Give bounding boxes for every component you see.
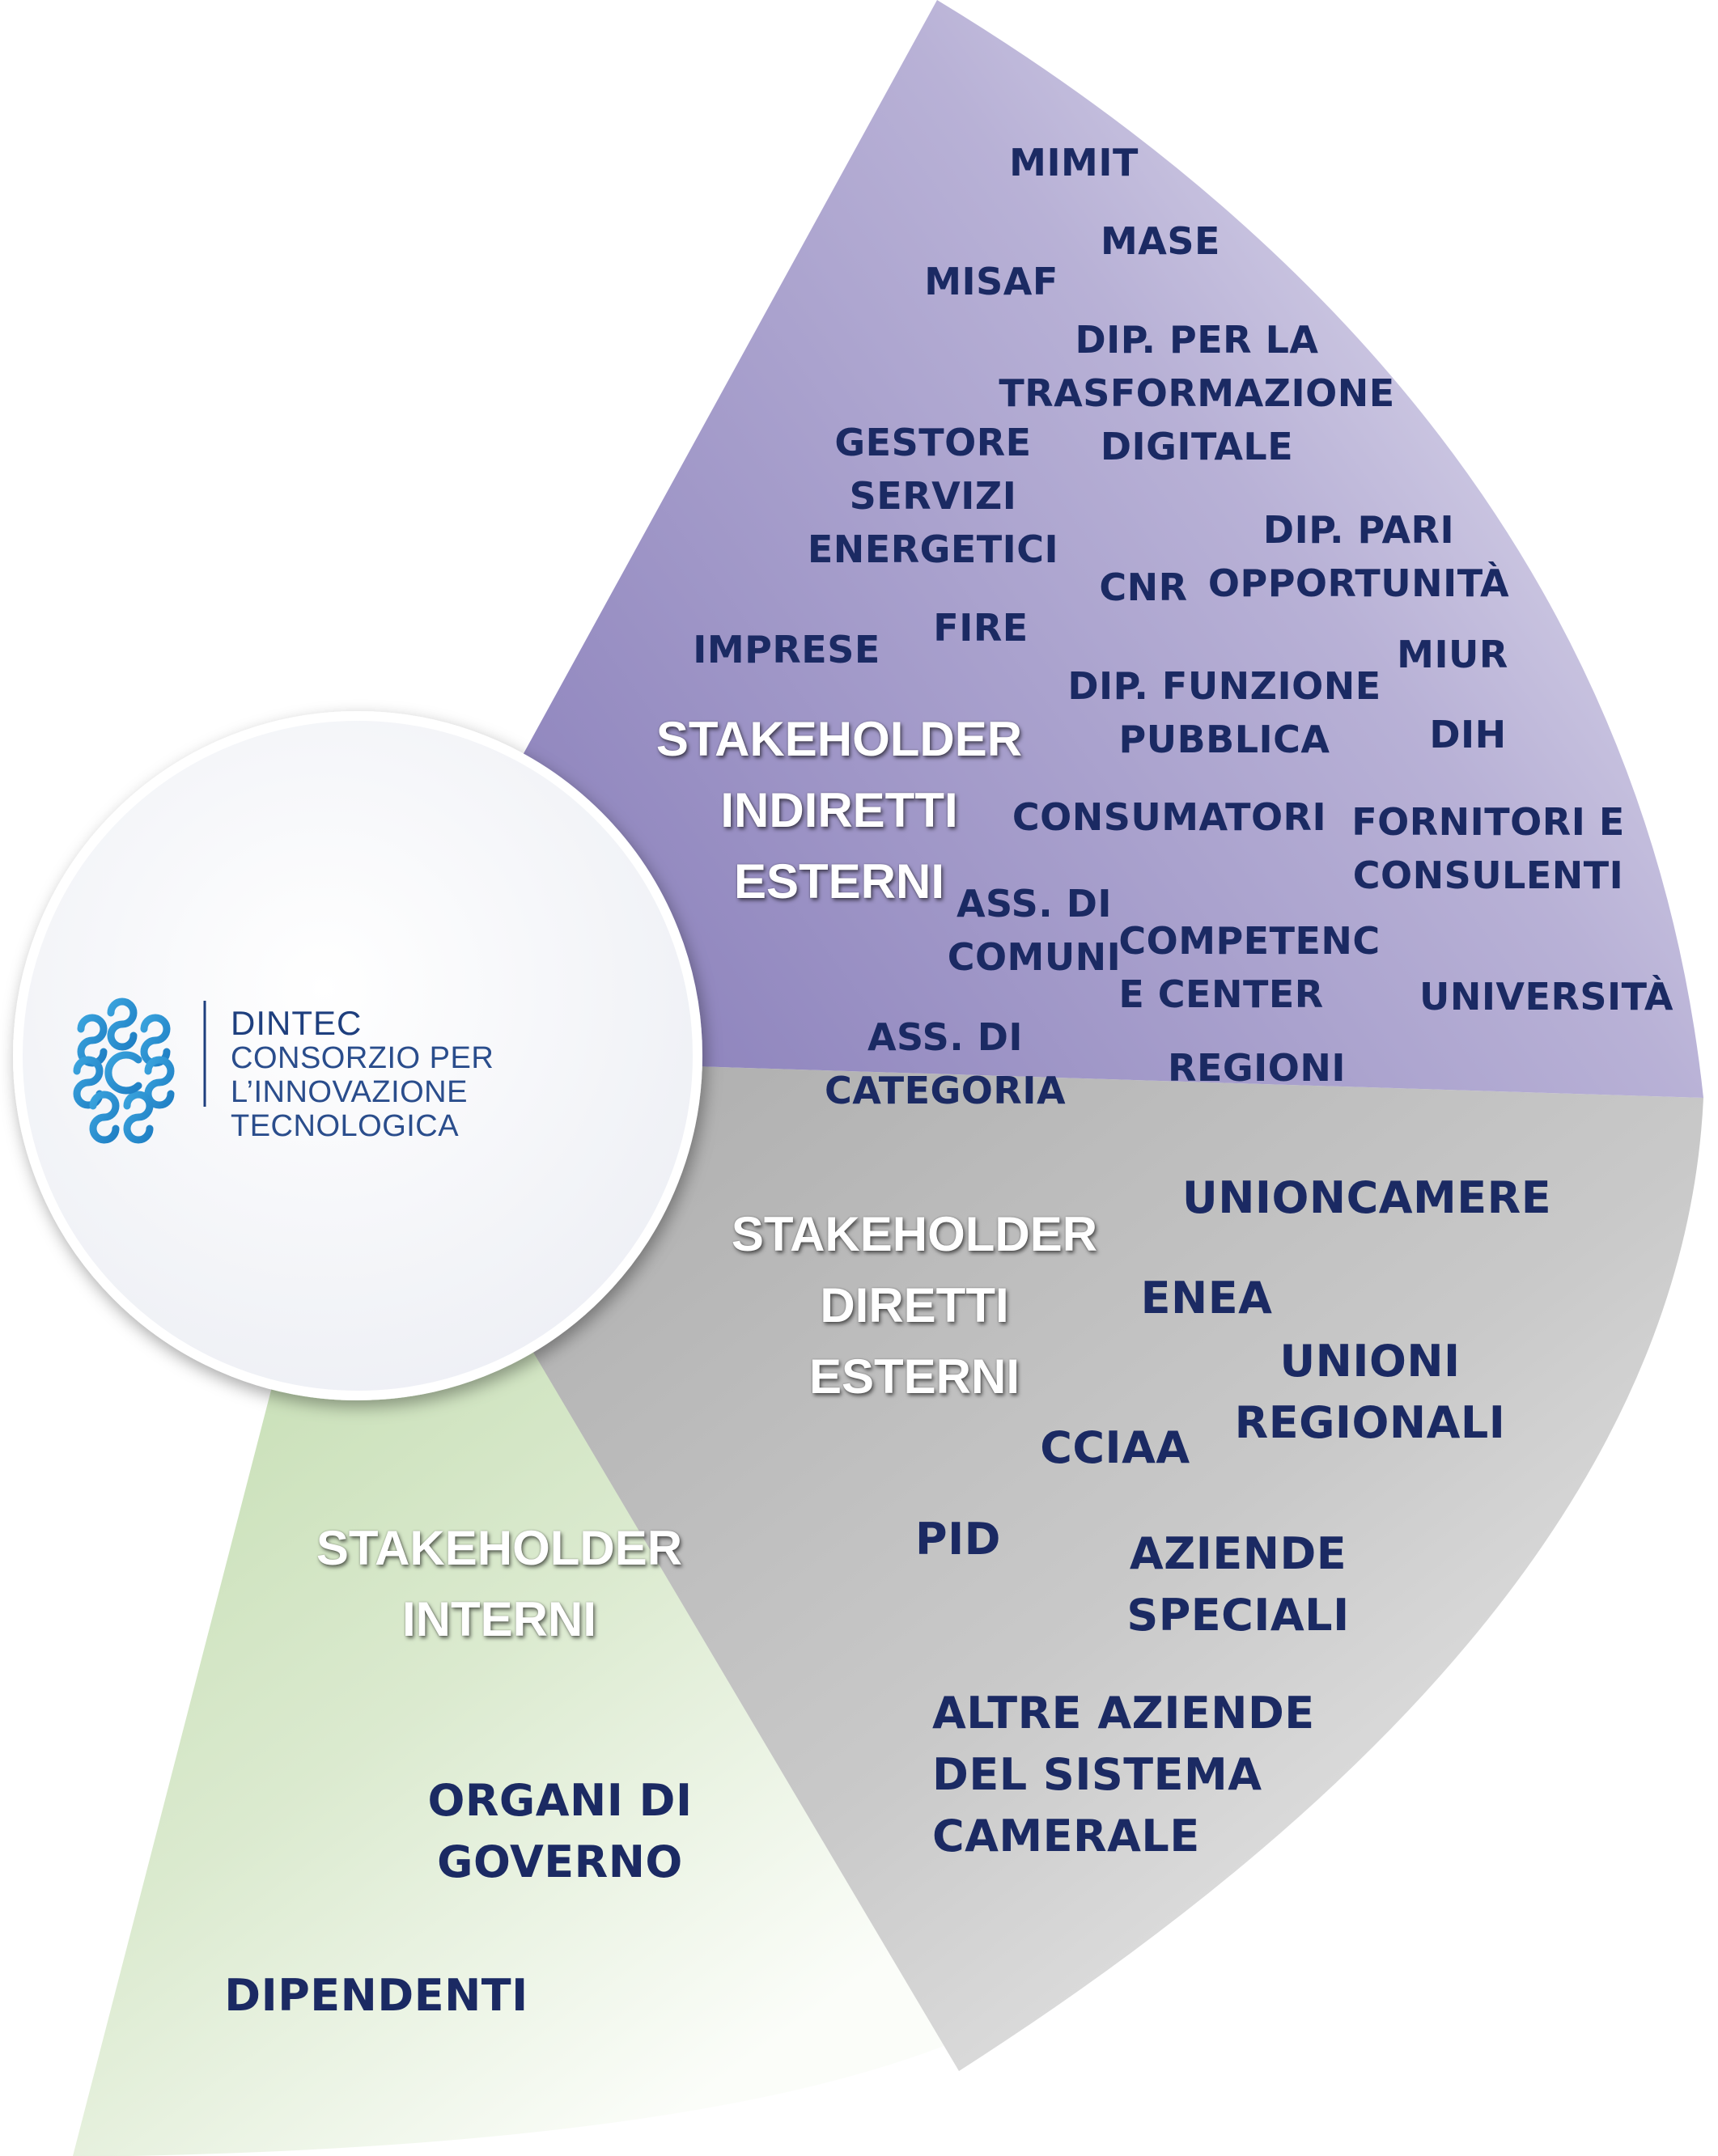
label-line: UNIVERSITÀ	[1419, 975, 1674, 1019]
label-line: DIP. FUNZIONE	[1067, 664, 1381, 708]
title-line: STAKEHOLDER	[731, 1207, 1098, 1261]
title-line: INTERNI	[401, 1592, 596, 1646]
logo-subtitle: CONSORZIO PER L’INNOVAZIONE TECNOLOGICA	[231, 1041, 720, 1143]
stakeholder-altre-aziende: ALTRE AZIENDE DEL SISTEMA CAMERALE	[932, 1683, 1315, 1867]
label-line: ENERGETICI	[807, 527, 1059, 571]
label-line: ASS. DI	[956, 882, 1113, 926]
stakeholder-consumatori: CONSUMATORI	[1012, 790, 1326, 844]
label-line: UNIONI	[1279, 1336, 1461, 1387]
logo-subtitle-line: TECNOLOGICA	[231, 1109, 460, 1143]
label-line: COMUNI	[947, 935, 1122, 979]
label-line: DIH	[1429, 713, 1507, 756]
stakeholder-miur: MIUR	[1397, 628, 1508, 681]
label-line: OPPORTUNITÀ	[1207, 561, 1510, 605]
label-line: COMPETENC	[1118, 919, 1381, 963]
title-line: ESTERNI	[808, 1349, 1020, 1404]
label-line: MASE	[1101, 219, 1220, 263]
label-line: ALTRE AZIENDE	[932, 1688, 1315, 1739]
stakeholder-cciaa: CCIAA	[1040, 1418, 1190, 1478]
center-circle	[13, 711, 702, 1400]
label-line: CATEGORIA	[824, 1069, 1067, 1112]
label-line: UNIONCAMERE	[1181, 1172, 1552, 1223]
stakeholder-universita: UNIVERSITÀ	[1419, 970, 1673, 1023]
label-line: CAMERALE	[932, 1811, 1200, 1862]
title-internal: STAKEHOLDER INTERNI	[316, 1513, 682, 1655]
title-indirect: STAKEHOLDER INDIRETTI ESTERNI	[656, 704, 1022, 917]
title-line: STAKEHOLDER	[655, 712, 1023, 766]
stakeholder-dip-pari-opportunita: DIP. PARI OPPORTUNITÀ	[1208, 503, 1509, 610]
logo-name: DINTEC	[231, 1004, 363, 1042]
stakeholder-aziende-speciali: AZIENDE SPECIALI	[1126, 1523, 1349, 1646]
stakeholder-dih: DIH	[1429, 708, 1506, 761]
label-line: PID	[915, 1514, 1001, 1565]
center-logo: DINTEC CONSORZIO PER L’INNOVAZIONE TECNO…	[57, 991, 720, 1144]
label-line: ASS. DI	[867, 1015, 1024, 1059]
stakeholder-cnr: CNR	[1099, 561, 1187, 614]
label-line: CONSUMATORI	[1012, 795, 1327, 839]
stakeholder-misaf: MISAF	[924, 255, 1058, 308]
title-direct: STAKEHOLDER DIRETTI ESTERNI	[732, 1199, 1097, 1413]
stakeholder-dipendenti: DIPENDENTI	[224, 1966, 528, 2026]
logo-subtitle-line: CONSORZIO PER L’INNOVAZIONE	[231, 1041, 494, 1109]
stakeholder-enea: ENEA	[1141, 1269, 1273, 1328]
sector-indirect	[358, 0, 1703, 1098]
stakeholder-ass-categoria: ASS. DI CATEGORIA	[825, 1010, 1066, 1117]
label-line: MISAF	[924, 260, 1058, 303]
title-line: ESTERNI	[733, 854, 945, 909]
stakeholder-mase: MASE	[1101, 214, 1220, 268]
label-line: DIPENDENTI	[224, 1970, 528, 2021]
stakeholder-unioncamere: UNIONCAMERE	[1182, 1168, 1551, 1228]
stakeholder-ass-comuni: ASS. DI COMUNI	[948, 877, 1122, 984]
label-line: TRASFORMAZIONE	[999, 371, 1395, 415]
logo-text: DINTEC CONSORZIO PER L’INNOVAZIONE TECNO…	[231, 1004, 720, 1144]
label-line: E CENTER	[1118, 972, 1324, 1016]
label-line: IMPRESE	[693, 628, 880, 671]
title-line: DIRETTI	[820, 1278, 1009, 1332]
title-line: STAKEHOLDER	[316, 1521, 683, 1575]
stakeholder-unioni-regionali: UNIONI REGIONALI	[1235, 1331, 1506, 1454]
stakeholder-gestore-servizi-energetici: GESTORE SERVIZI ENERGETICI	[808, 416, 1058, 576]
label-line: REGIONI	[1168, 1046, 1346, 1090]
label-line: DIGITALE	[1100, 425, 1294, 468]
stakeholder-organi-di-governo: ORGANI DI GOVERNO	[427, 1770, 692, 1893]
label-line: CCIAA	[1040, 1422, 1190, 1473]
label-line: SPECIALI	[1126, 1590, 1350, 1641]
label-line: MIMIT	[1009, 141, 1139, 184]
label-line: SERVIZI	[849, 474, 1017, 518]
label-line: ORGANI DI	[427, 1775, 693, 1826]
label-line: GESTORE	[834, 421, 1032, 464]
label-line: DIP. PER LA	[1075, 318, 1319, 362]
label-line: GOVERNO	[437, 1836, 683, 1887]
stakeholder-regioni: REGIONI	[1168, 1041, 1346, 1095]
label-line: AZIENDE	[1129, 1528, 1347, 1579]
label-line: FIRE	[933, 606, 1029, 650]
label-line: REGIONALI	[1234, 1397, 1506, 1448]
dintec-logo-icon	[73, 998, 175, 1144]
stakeholder-fornitori-consulenti: FORNITORI E CONSULENTI	[1351, 795, 1625, 902]
stakeholder-mimit: MIMIT	[1009, 136, 1139, 189]
label-line: ENEA	[1140, 1273, 1273, 1324]
stakeholder-dip-funzione-pubblica: DIP. FUNZIONE PUBBLICA	[1067, 659, 1381, 766]
label-line: PUBBLICA	[1118, 718, 1330, 761]
stakeholder-competence-center: COMPETENC E CENTER	[1118, 914, 1380, 1021]
stakeholder-imprese: IMPRESE	[693, 623, 880, 676]
stakeholder-pid: PID	[915, 1510, 1001, 1569]
title-line: INDIRETTI	[720, 783, 958, 837]
label-line: DIP. PARI	[1262, 508, 1455, 552]
sector-direct	[358, 1056, 1703, 2071]
stakeholder-dip-trasformazione-digitale: DIP. PER LA TRASFORMAZIONE DIGITALE	[999, 313, 1394, 473]
label-line: MIUR	[1397, 633, 1508, 676]
stakeholder-fire: FIRE	[933, 601, 1028, 654]
label-line: CONSULENTI	[1352, 854, 1624, 897]
label-line: DEL SISTEMA	[932, 1749, 1262, 1800]
label-line: CNR	[1099, 565, 1188, 609]
label-line: FORNITORI E	[1351, 800, 1625, 844]
